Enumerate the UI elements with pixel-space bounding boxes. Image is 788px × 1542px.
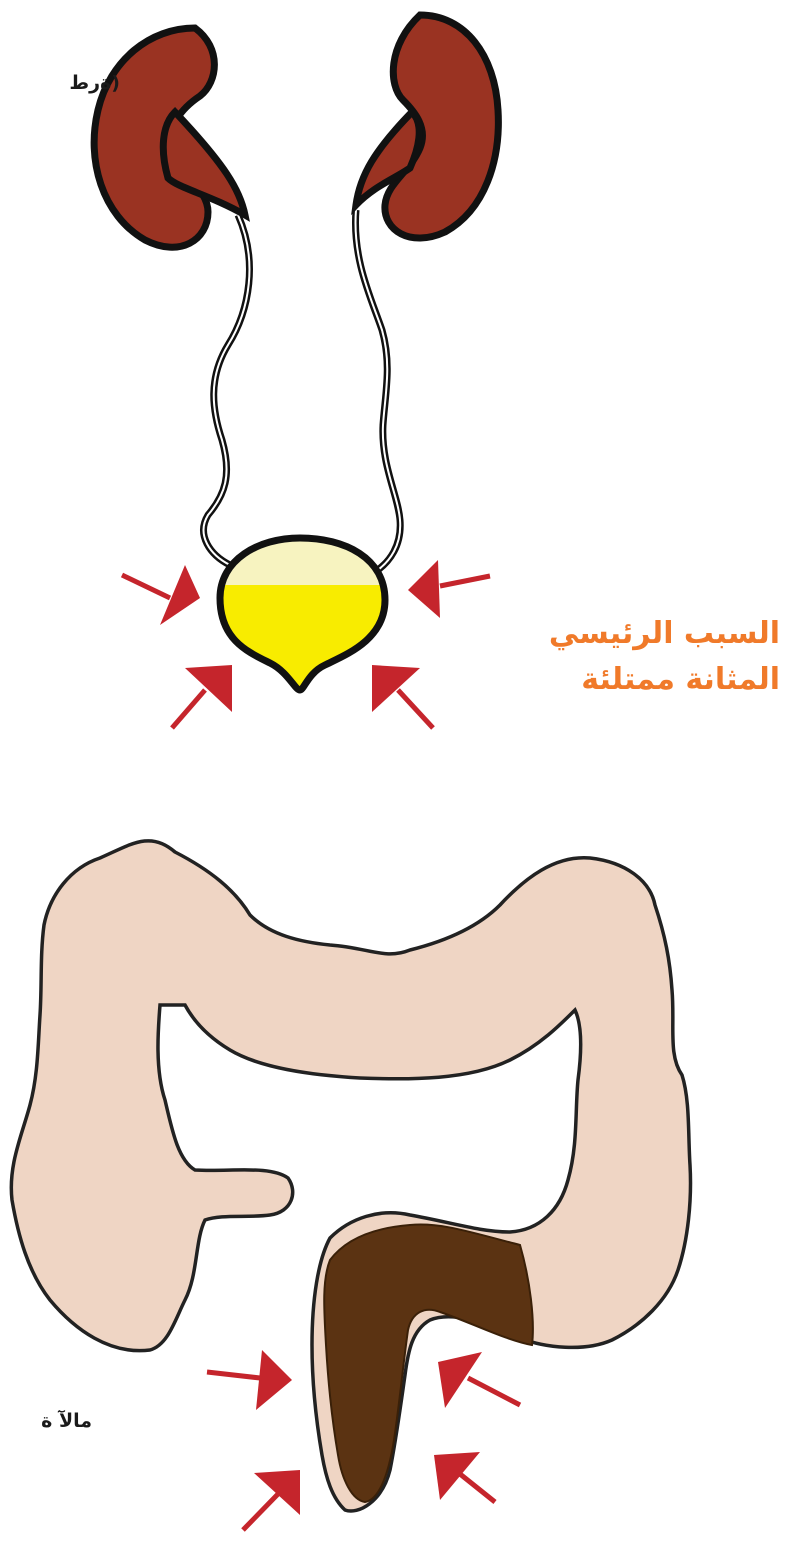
bottom-left-text: مالآ ة <box>0 1410 92 1432</box>
right-kidney-icon <box>356 15 498 238</box>
pressure-arrow-icon <box>434 1452 495 1502</box>
pressure-arrow-icon <box>372 665 433 728</box>
pressure-arrow-icon <box>122 565 200 625</box>
pressure-arrow-icon <box>207 1350 292 1410</box>
pressure-arrow-icon <box>438 1352 520 1408</box>
pressure-arrow-icon <box>172 665 232 728</box>
pressure-arrow-icon <box>243 1470 300 1530</box>
top-left-text: (ةرط <box>0 72 120 94</box>
bladder-icon <box>210 530 400 700</box>
right-ureter <box>355 210 400 572</box>
pressure-arrow-icon <box>408 560 490 618</box>
cause-label-line2: المثانة ممتلئة <box>581 658 780 702</box>
cause-label-line1: السبب الرئيسي <box>549 612 780 656</box>
colon-icon <box>11 841 690 1511</box>
left-kidney-icon <box>94 28 245 247</box>
